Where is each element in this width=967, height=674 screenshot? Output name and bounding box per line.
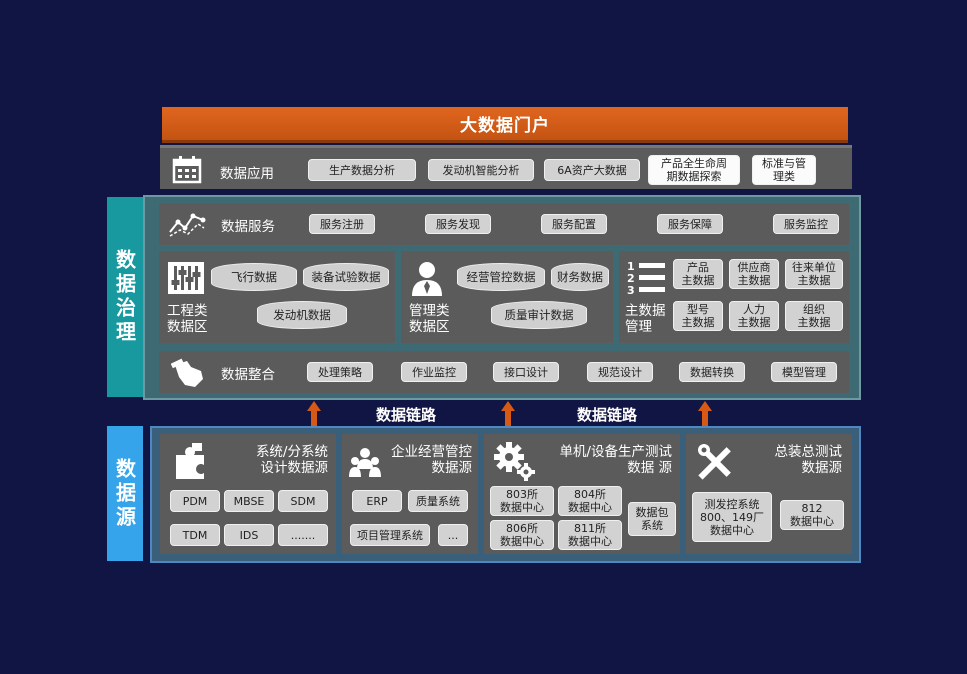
source-812[interactable]: 812 数据中心 — [780, 500, 844, 530]
hand-pointer-icon — [169, 356, 207, 390]
unit-test-source-label: 单机/设备生产测试 数据 源 — [559, 444, 672, 476]
integration-interface[interactable]: 接口设计 — [493, 362, 559, 382]
numbered-list-icon: 1 2 3 — [627, 261, 667, 297]
service-monitor[interactable]: 服务监控 — [773, 214, 839, 234]
master-partner[interactable]: 往来单位 主数据 — [785, 259, 843, 289]
source-project-mgmt[interactable]: 项目管理系统 — [350, 524, 430, 546]
line-chart-icon — [167, 209, 207, 239]
engineering-data-label: 工程类 数据区 — [167, 303, 208, 335]
source-more-enterprise[interactable]: ... — [438, 524, 468, 546]
calendar-icon — [170, 155, 204, 185]
data-service-row: 数据服务 服务注册 服务发现 服务配置 服务保障 服务监控 — [159, 203, 849, 245]
service-guarantee[interactable]: 服务保障 — [657, 214, 723, 234]
assembly-test-source-label: 总装总测试 数据源 — [774, 444, 843, 476]
up-arrow-3 — [698, 401, 712, 431]
app-item-production-analysis[interactable]: 生产数据分析 — [308, 159, 416, 181]
enterprise-source-panel: 企业经营管控 数据源 ERP 质量系统 项目管理系统 ... — [342, 434, 478, 554]
up-arrow-2 — [501, 401, 515, 431]
assembly-test-source-panel: 总装总测试 数据源 测发控系统 800、149厂 数据中心 812 数据中心 — [686, 434, 852, 554]
service-register[interactable]: 服务注册 — [309, 214, 375, 234]
data-integration-row: 数据整合 处理策略 作业监控 接口设计 规范设计 数据转换 模型管理 — [159, 351, 849, 393]
app-item-lifecycle[interactable]: 产品全生命周 期数据探索 — [648, 155, 740, 185]
source-ids[interactable]: IDS — [224, 524, 274, 546]
source-811[interactable]: 811所 数据中心 — [558, 520, 622, 550]
management-data-panel: 管理类 数据区 经营管控数据 财务数据 质量审计数据 — [401, 251, 613, 343]
source-pdm[interactable]: PDM — [170, 490, 220, 512]
up-arrow-1 — [307, 401, 321, 431]
gears-icon — [492, 440, 536, 482]
cyl-engine-data[interactable]: 发动机数据 — [257, 301, 347, 329]
governance-side-label: 数据治理 — [107, 197, 143, 397]
source-side-label: 数据源 — [107, 426, 143, 561]
cyl-operation-data[interactable]: 经营管控数据 — [457, 263, 545, 291]
tools-icon — [696, 442, 736, 482]
design-source-label: 系统/分系统 设计数据源 — [255, 444, 328, 476]
source-more-design[interactable]: ....... — [278, 524, 328, 546]
manager-icon — [407, 259, 447, 297]
source-tdm[interactable]: TDM — [170, 524, 220, 546]
source-804[interactable]: 804所 数据中心 — [558, 486, 622, 516]
data-chain-label-2: 数据链路 — [577, 406, 638, 424]
source-data-package[interactable]: 数据包 系统 — [628, 502, 676, 536]
master-model[interactable]: 型号 主数据 — [673, 301, 723, 331]
design-source-panel: 系统/分系统 设计数据源 PDM MBSE SDM TDM IDS ......… — [160, 434, 336, 554]
puzzle-icon — [170, 440, 214, 482]
master-data-label: 主数据 管理 — [625, 303, 666, 335]
app-item-engine-analysis[interactable]: 发动机智能分析 — [428, 159, 534, 181]
data-service-label: 数据服务 — [221, 219, 275, 235]
data-application-row: 数据应用 生产数据分析 发动机智能分析 6A资产大数据 产品全生命周 期数据探索… — [160, 145, 852, 189]
integration-strategy[interactable]: 处理策略 — [307, 362, 373, 382]
data-application-label: 数据应用 — [220, 166, 274, 182]
governance-frame: 数据服务 服务注册 服务发现 服务配置 服务保障 服务监控 工程类 数据区 飞行… — [143, 195, 861, 400]
master-data-panel: 1 2 3 主数据 管理 产品 主数据 供应商 主数据 往来单位 主数据 型号 … — [619, 251, 849, 343]
service-discover[interactable]: 服务发现 — [425, 214, 491, 234]
source-sdm[interactable]: SDM — [278, 490, 328, 512]
cyl-flight-data[interactable]: 飞行数据 — [211, 263, 297, 291]
management-data-label: 管理类 数据区 — [409, 303, 450, 335]
cyl-test-data[interactable]: 装备试验数据 — [303, 263, 389, 291]
data-integration-label: 数据整合 — [221, 367, 275, 383]
data-chain-label-1: 数据链路 — [376, 406, 437, 424]
master-hr[interactable]: 人力 主数据 — [729, 301, 779, 331]
source-quality[interactable]: 质量系统 — [408, 490, 468, 512]
source-frame: 系统/分系统 设计数据源 PDM MBSE SDM TDM IDS ......… — [150, 426, 861, 563]
portal-banner[interactable]: 大数据门户 — [162, 107, 848, 143]
source-803[interactable]: 803所 数据中心 — [490, 486, 554, 516]
integration-job-monitor[interactable]: 作业监控 — [401, 362, 467, 382]
cyl-finance-data[interactable]: 财务数据 — [551, 263, 609, 291]
source-erp[interactable]: ERP — [352, 490, 402, 512]
source-launch-control[interactable]: 测发控系统 800、149厂 数据中心 — [692, 492, 772, 542]
app-item-6a-asset[interactable]: 6A资产大数据 — [544, 159, 640, 181]
integration-model[interactable]: 模型管理 — [771, 362, 837, 382]
app-item-standards[interactable]: 标准与管 理类 — [752, 155, 816, 185]
source-mbse[interactable]: MBSE — [224, 490, 274, 512]
master-product[interactable]: 产品 主数据 — [673, 259, 723, 289]
master-supplier[interactable]: 供应商 主数据 — [729, 259, 779, 289]
source-806[interactable]: 806所 数据中心 — [490, 520, 554, 550]
integration-spec[interactable]: 规范设计 — [587, 362, 653, 382]
enterprise-source-label: 企业经营管控 数据源 — [391, 444, 472, 476]
unit-test-source-panel: 单机/设备生产测试 数据 源 803所 数据中心 804所 数据中心 806所 … — [484, 434, 680, 554]
engineering-data-panel: 工程类 数据区 飞行数据 装备试验数据 发动机数据 — [159, 251, 395, 343]
team-icon — [348, 446, 382, 478]
service-config[interactable]: 服务配置 — [541, 214, 607, 234]
integration-transform[interactable]: 数据转换 — [679, 362, 745, 382]
master-org[interactable]: 组织 主数据 — [785, 301, 843, 331]
sliders-icon — [167, 261, 205, 295]
cyl-audit-data[interactable]: 质量审计数据 — [491, 301, 587, 329]
